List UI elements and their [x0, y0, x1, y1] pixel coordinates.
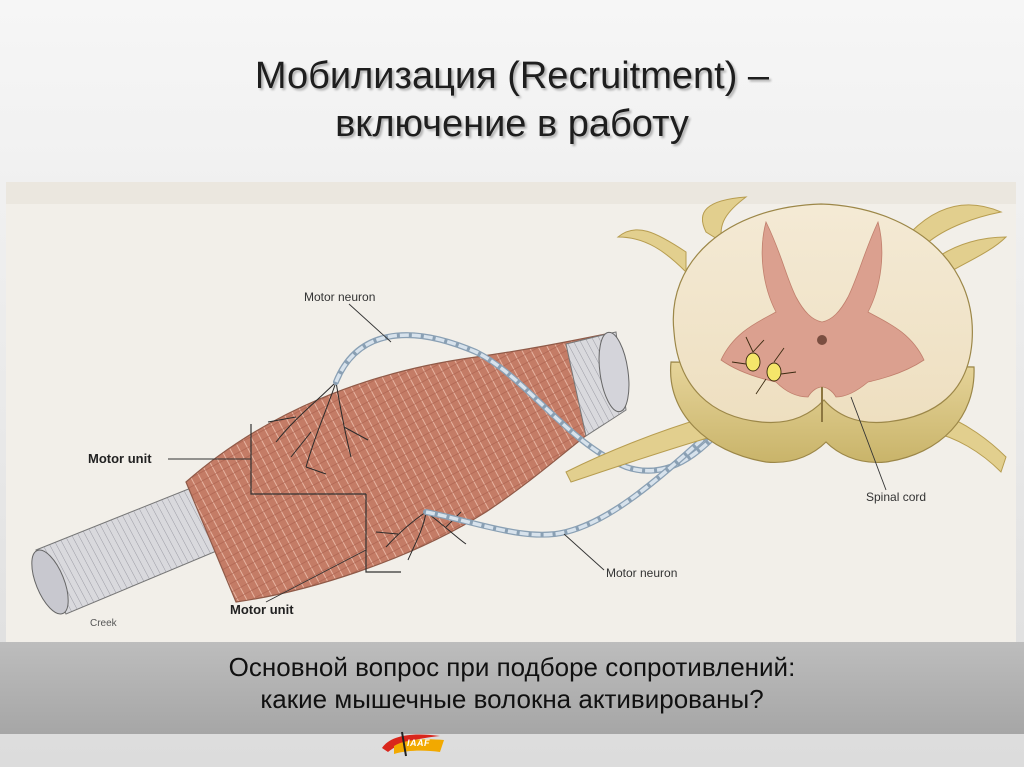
title-line-2: включение в работу [0, 100, 1024, 148]
logo-text: IAAF [407, 738, 430, 748]
label-motor-neuron-top: Motor neuron [304, 290, 375, 304]
label-motor-unit-bottom: Motor unit [230, 602, 294, 617]
label-credit: Creek [90, 618, 117, 629]
caption-line-2: какие мышечные волокна активированы? [0, 683, 1024, 715]
caption-line-1: Основной вопрос при подборе сопротивлени… [0, 651, 1024, 683]
label-motor-neuron-bottom: Motor neuron [606, 566, 677, 580]
muscle-spinal-cord-illustration [6, 182, 1016, 642]
slide-title: Мобилизация (Recruitment) – включение в … [0, 52, 1024, 148]
label-motor-unit-left: Motor unit [88, 451, 152, 466]
anatomy-figure: Motor neuron Motor unit Motor unit Motor… [6, 182, 1016, 642]
central-canal [817, 335, 827, 345]
slide-caption: Основной вопрос при подборе сопротивлени… [0, 651, 1024, 715]
label-spinal-cord: Spinal cord [866, 490, 926, 504]
title-line-1: Мобилизация (Recruitment) – [0, 52, 1024, 100]
